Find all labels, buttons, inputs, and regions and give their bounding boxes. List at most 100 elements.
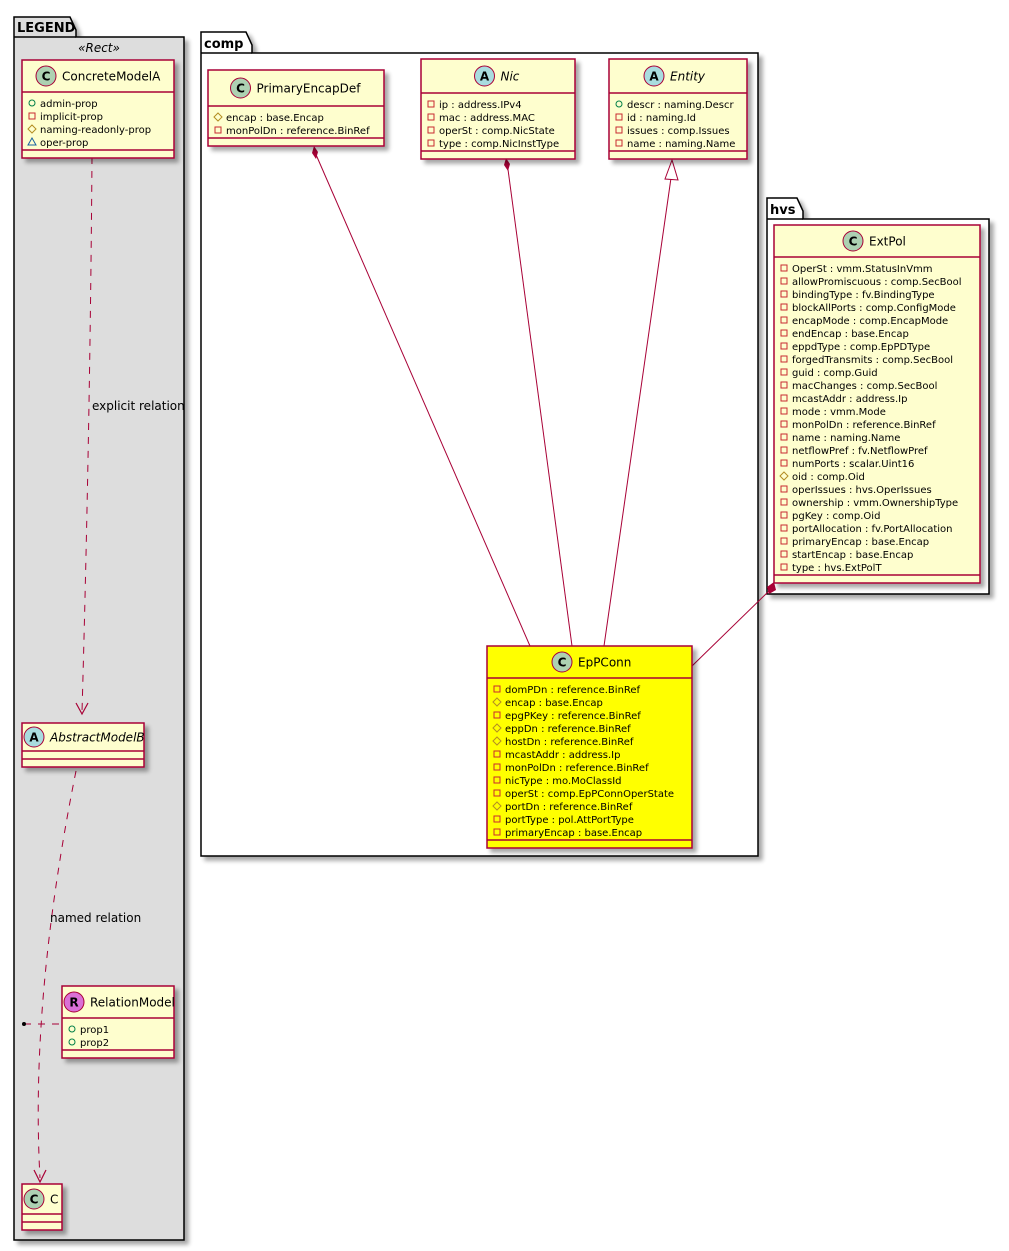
class-attribute: eppDn : reference.BinRef: [505, 724, 631, 735]
class-kind-letter: C: [558, 656, 567, 670]
class-attribute: descr : naming.Descr: [627, 100, 734, 111]
protected-visibility-icon: [492, 736, 502, 746]
class-attribute: name : naming.Name: [627, 139, 735, 150]
class-entity[interactable]: A Entity descr : naming.Descr id : naming.I…: [608, 58, 748, 160]
class-attribute: monPolDn : reference.BinRef: [226, 126, 370, 137]
private-visibility-icon: [615, 126, 623, 134]
class-abstractModelB[interactable]: A AbstractModelB: [21, 722, 145, 768]
class-kind-letter: R: [69, 996, 78, 1010]
class-icon: [842, 230, 864, 252]
class-name: Nic: [501, 70, 520, 84]
arrowhead-named: [33, 1169, 47, 1184]
private-visibility-icon: [780, 329, 788, 337]
class-box: [608, 58, 748, 160]
class-attribute: oid : comp.Oid: [792, 472, 865, 483]
protected-visibility-icon: [492, 801, 502, 811]
legend-stereotype: «Rect»: [78, 41, 120, 55]
private-visibility-icon: [427, 100, 435, 108]
relation-explicit: [81, 156, 93, 713]
private-visibility-icon: [780, 381, 788, 389]
class-kind-letter: A: [29, 731, 39, 745]
protected-visibility-icon: [492, 697, 502, 707]
class-attribute: forgedTransmits : comp.SecBool: [792, 355, 953, 366]
class-attribute: name : naming.Name: [792, 433, 900, 444]
relation-extpol-epPConn: [691, 589, 771, 667]
private-visibility-icon: [780, 368, 788, 376]
class-attribute: operSt : comp.EpPConnOperState: [505, 789, 674, 800]
private-visibility-icon: [780, 563, 788, 571]
private-visibility-icon: [780, 342, 788, 350]
class-name: Entity: [670, 70, 706, 84]
class-name: PrimaryEncapDef: [257, 82, 362, 96]
relation-primaryencapdef-epPConn: [313, 149, 531, 647]
private-visibility-icon: [780, 511, 788, 519]
private-visibility-icon: [493, 776, 501, 784]
relation-named: [37, 770, 77, 1179]
private-visibility-icon: [780, 524, 788, 532]
private-visibility-icon: [28, 112, 36, 120]
private-visibility-icon: [780, 407, 788, 415]
class-attribute: naming-readonly-prop: [40, 125, 151, 136]
protected-visibility-icon: [213, 112, 223, 122]
class-name: ConcreteModelA: [62, 70, 161, 84]
class-attribute: OperSt : vmm.StatusInVmm: [792, 264, 933, 275]
class-attribute: primaryEncap : base.Encap: [792, 537, 929, 548]
class-attribute: primaryEncap : base.Encap: [505, 828, 642, 839]
private-visibility-icon: [780, 394, 788, 402]
class-name: ExtPol: [869, 235, 906, 249]
private-visibility-icon: [780, 498, 788, 506]
class-attribute: prop2: [80, 1038, 109, 1049]
public-visibility-icon: [68, 1038, 76, 1046]
class-attribute: encapMode : comp.EncapMode: [792, 316, 948, 327]
class-attribute: epgPKey : reference.BinRef: [505, 711, 641, 722]
class-kind-letter: C: [30, 1193, 39, 1207]
class-kind-letter: C: [849, 235, 858, 249]
class-attribute: type : hvs.ExtPolT: [792, 563, 882, 574]
class-attribute: endEncap : base.Encap: [792, 329, 909, 340]
relation-entity-epPConn: [603, 177, 672, 647]
public-visibility-icon: [68, 1025, 76, 1033]
composition-diamond-extpol: [767, 582, 776, 594]
private-visibility-icon: [493, 789, 501, 797]
private-visibility-icon: [780, 433, 788, 441]
package-legend-label: LEGEND: [17, 21, 76, 36]
class-attribute: encap : base.Encap: [226, 113, 324, 124]
class-attribute: mcastAddr : address.Ip: [505, 750, 620, 761]
class-kind-letter: A: [649, 70, 659, 84]
class-attribute: pgKey : comp.Oid: [792, 511, 880, 522]
class-icon: [551, 651, 573, 673]
class-attribute: domPDn : reference.BinRef: [505, 685, 641, 696]
protected-visibility-icon: [779, 471, 789, 481]
class-primaryEncapDef[interactable]: C PrimaryEncapDef encap : base.Encap monPol…: [207, 69, 385, 147]
class-attribute: mac : address.MAC: [439, 113, 535, 124]
class-attribute: mode : vmm.Mode: [792, 407, 886, 418]
association-point: [22, 1022, 26, 1026]
class-box: [773, 224, 981, 584]
class-attribute: oper-prop: [40, 138, 88, 149]
private-visibility-icon: [780, 459, 788, 467]
private-visibility-icon: [780, 446, 788, 454]
private-visibility-icon: [427, 126, 435, 134]
class-name: AbstractModelB: [49, 731, 145, 745]
private-visibility-icon: [780, 550, 788, 558]
private-visibility-icon: [780, 264, 788, 272]
abstract-class-icon: [23, 726, 45, 748]
public-visibility-icon: [615, 100, 623, 108]
composition-diamond-primaryencapdef: [312, 146, 318, 159]
class-attribute: startEncap : base.Encap: [792, 550, 913, 561]
private-visibility-icon: [780, 277, 788, 285]
relation-nic-epPConn: [506, 161, 573, 647]
class-attribute: id : naming.Id: [627, 113, 696, 124]
class-attribute: hostDn : reference.BinRef: [505, 737, 634, 748]
relation-label-explicit: explicit relation: [92, 399, 185, 413]
private-visibility-icon: [493, 711, 501, 719]
class-attribute: operIssues : hvs.OperIssues: [792, 485, 932, 496]
private-visibility-icon: [493, 750, 501, 758]
class-kind-letter: C: [236, 82, 245, 96]
